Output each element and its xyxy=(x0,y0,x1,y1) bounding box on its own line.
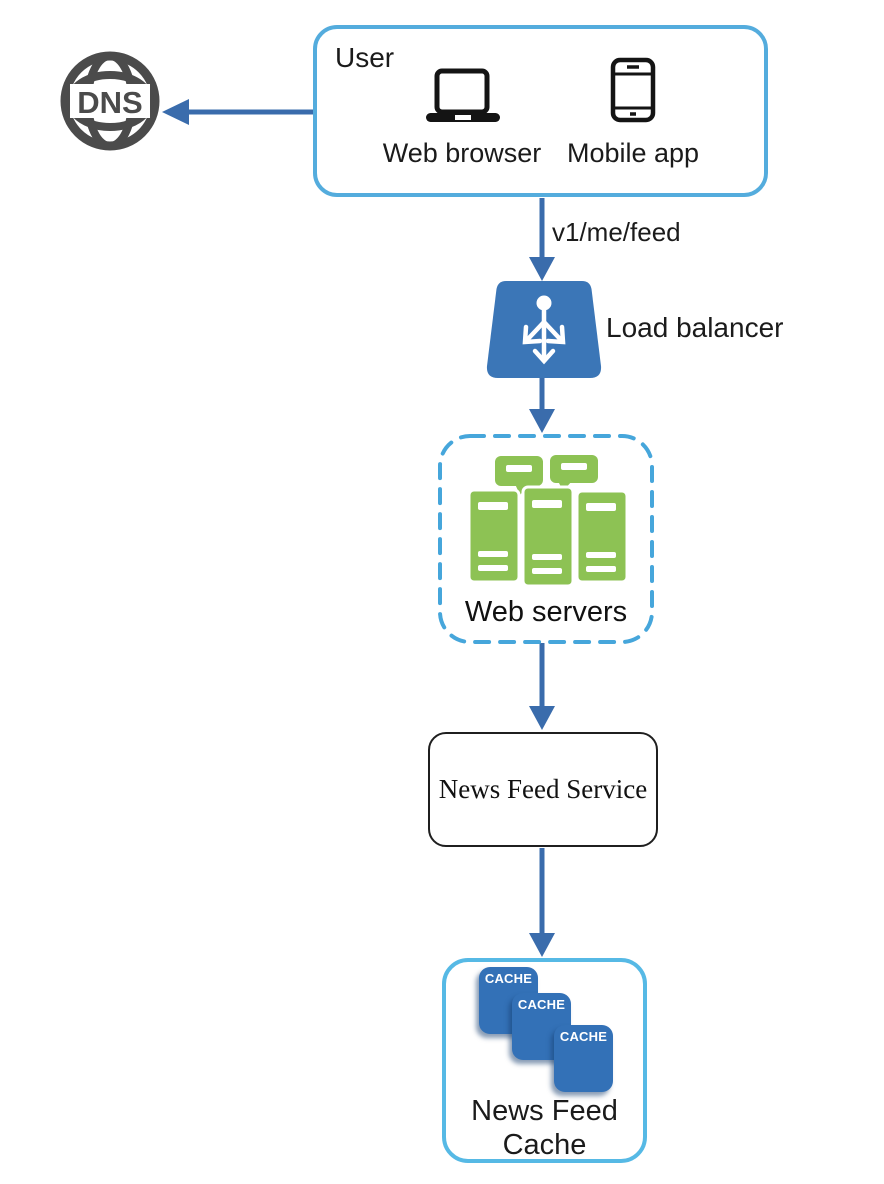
arrow-web-servers-to-service xyxy=(529,643,555,730)
web-servers-label: Web servers xyxy=(464,596,628,628)
arrow-service-to-cache xyxy=(529,848,555,957)
smartphone-icon xyxy=(610,57,656,123)
web-servers-icon xyxy=(467,455,629,588)
load-balancer-label: Load balancer xyxy=(606,312,784,343)
dns-globe-icon: DNS xyxy=(60,51,160,151)
user-group-box xyxy=(313,25,768,197)
news-feed-service-box: News Feed Service xyxy=(428,732,658,847)
arrow-load-balancer-to-web-servers xyxy=(529,378,555,433)
mobile-app-label: Mobile app xyxy=(566,138,700,168)
arrow-user-to-load-balancer xyxy=(529,198,555,281)
news-feed-cache-label: News Feed Cache xyxy=(446,1094,643,1162)
dns-label: DNS xyxy=(77,85,142,120)
web-browser-label: Web browser xyxy=(382,138,542,168)
news-feed-cache-label-line1: News Feed xyxy=(471,1095,618,1127)
user-group-title: User xyxy=(335,42,395,73)
load-balancer-icon xyxy=(486,281,602,378)
arrow-user-to-dns xyxy=(162,99,313,125)
laptop-icon xyxy=(426,68,500,122)
news-feed-cache-box: CACHE CACHE CACHE News Feed Cache xyxy=(442,958,647,1163)
web-servers-box xyxy=(438,434,654,644)
edge-label-v1-me-feed: v1/me/feed xyxy=(552,217,681,247)
cache-block: CACHE xyxy=(554,1025,613,1092)
news-feed-service-label: News Feed Service xyxy=(438,774,648,804)
news-feed-cache-label-line2: Cache xyxy=(502,1129,587,1161)
